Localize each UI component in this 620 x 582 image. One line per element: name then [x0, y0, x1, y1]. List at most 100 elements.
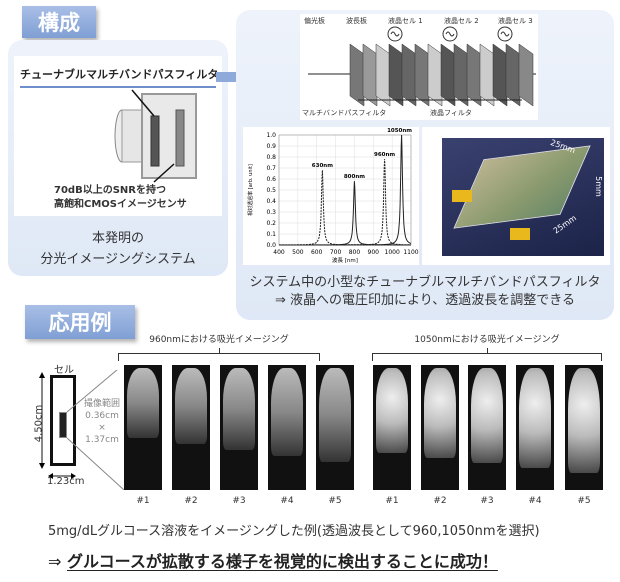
y-tick-label: 0.2	[266, 220, 276, 227]
x-tick-label: 600	[311, 249, 323, 256]
filter-plate	[453, 43, 469, 107]
label-multiband-filter: マルチバンドパスフィルタ	[302, 109, 387, 117]
filter-structure-diagram: 偏光板 波長板 液晶セル 1 液晶セル 2 液晶セル 3 マルチバンドパスフィル…	[300, 14, 538, 120]
y-tick-label: 0.9	[266, 143, 276, 150]
frame-label: #5	[577, 496, 591, 506]
sensor-label-line-2: 高飽和CMOSイメージセンサ	[54, 199, 187, 210]
filter-underline	[20, 86, 216, 88]
frame-960-5	[316, 365, 354, 490]
y-tick-label: 0.6	[266, 176, 276, 183]
right-caption: システム中の小型なチューナブルマルチバンドパスフィルタ ⇒ 液晶への電圧印加によ…	[236, 274, 614, 310]
peak-annotation: 1050nm	[387, 128, 412, 134]
label-lc-cell-3: 液晶セル 3	[498, 17, 533, 25]
label-lc-cell-2: 液晶セル 2	[444, 17, 479, 25]
connector-2	[510, 228, 530, 240]
filter-plate	[414, 43, 430, 107]
frame-label: #1	[136, 496, 150, 506]
frame-960-3	[220, 365, 258, 490]
range-times: ×	[98, 423, 106, 433]
frame-label: #4	[280, 496, 294, 506]
group-960-title: 960nmにおける吸光イメージング	[149, 335, 289, 345]
label-polarizer: 偏光板	[304, 17, 325, 25]
system-diagram: チューナブルマルチバンドパスフィルタ 70dB以上のSNRを持つ 高飽和CMOS…	[14, 56, 222, 216]
y-tick-label: 0.3	[266, 209, 276, 216]
cell-dimension-lines	[39, 370, 125, 490]
sensor-label: 70dB以上のSNRを持つ 高飽和CMOSイメージセンサ	[54, 184, 187, 212]
filter-plate	[466, 43, 482, 107]
peak-annotation: 960nm	[374, 152, 395, 158]
cell-width-label: 1.23cm	[47, 476, 85, 487]
y-tick-label: 0.4	[266, 198, 276, 205]
frame-960-4	[268, 365, 306, 490]
range-width: 0.36cm	[85, 411, 119, 421]
camera-illustration	[114, 89, 197, 183]
frame-960-1	[124, 365, 162, 490]
series-1050nm	[279, 134, 412, 246]
sensor-label-line-1: 70dB以上のSNRを持つ	[54, 185, 166, 196]
filter-photo-frame: 25mm 5mm 25mm	[422, 127, 610, 265]
filter-plate	[427, 43, 443, 107]
group-960-bracket	[118, 348, 320, 361]
x-tick-label: 1100	[403, 249, 418, 256]
frame-960-2	[172, 365, 210, 490]
peak-annotation: 630nm	[312, 163, 333, 169]
filter-photo: 25mm 5mm 25mm	[442, 138, 604, 256]
series-960nm	[279, 159, 411, 246]
frame-1050-4	[516, 365, 554, 490]
range-height: 1.37cm	[85, 435, 119, 445]
cell-label: セル	[54, 365, 74, 376]
conclusion: ⇒ グルコースが拡散する様子を視覚的に検出することに成功！	[48, 548, 498, 572]
cell-outline	[50, 375, 76, 466]
label-waveplate: 波長板	[346, 17, 367, 25]
x-tick-label: 900	[368, 249, 380, 256]
filter-label: チューナブルマルチバンドパスフィルタ	[20, 68, 219, 81]
section-title-config: 構成	[22, 6, 96, 38]
filter-plate	[479, 43, 495, 107]
section-title-application: 応用例	[25, 305, 135, 339]
x-tick-label: 700	[330, 249, 342, 256]
filter-plate	[375, 43, 391, 107]
x-tick-label: 400	[273, 249, 285, 256]
x-axis-label: 波長 [nm]	[332, 256, 358, 264]
left-caption: 本発明の 分光イメージングシステム	[8, 228, 228, 270]
right-caption-line-2: ⇒ 液晶への電圧印加により、透過波長を調整できる	[275, 293, 575, 308]
frame-label: #2	[433, 496, 447, 506]
right-panel: 偏光板 波長板 液晶セル 1 液晶セル 2 液晶セル 3 マルチバンドパスフィル…	[236, 10, 614, 320]
cell-height-label: 4.50cm	[33, 404, 45, 443]
right-caption-line-1: システム中の小型なチューナブルマルチバンドパスフィルタ	[249, 275, 601, 290]
conclusion-arrow: ⇒	[48, 552, 62, 571]
x-tick-label: 800	[349, 249, 361, 256]
x-tick-label: 1000	[385, 249, 400, 256]
filter-plate	[362, 43, 378, 107]
filter-plate	[492, 43, 508, 107]
group-1050-title: 1050nmにおける吸光イメージング	[414, 335, 560, 345]
frame-label: #3	[480, 496, 494, 506]
range-title: 撮像範囲	[84, 399, 121, 409]
filter-plate	[388, 43, 404, 107]
example-caption: 5mg/dLグルコース溶液をイメージングした例(透過波長として960,1050n…	[48, 524, 540, 539]
conclusion-text: グルコースが拡散する様子を視覚的に検出することに成功！	[66, 552, 498, 571]
frame-label: #3	[232, 496, 246, 506]
label-lc-filter: 液晶フィルタ	[430, 109, 472, 117]
y-axis-label: 相対透過率 [arb. unit]	[247, 164, 254, 216]
dim-height: 5mm	[593, 176, 603, 197]
frame-label: #4	[528, 496, 542, 506]
imaging-area	[59, 412, 67, 438]
caption-line-1: 本発明の	[91, 231, 144, 246]
dim-depth: 25mm	[551, 213, 579, 236]
connector-1	[452, 190, 472, 202]
y-tick-label: 0.5	[266, 187, 276, 194]
left-panel: チューナブルマルチバンドパスフィルタ 70dB以上のSNRを持つ 高飽和CMOS…	[8, 40, 228, 276]
y-tick-label: 1.0	[266, 132, 276, 139]
group-1050-bracket	[372, 348, 602, 361]
filter-plate	[505, 43, 521, 107]
peak-annotation: 800nm	[344, 174, 365, 180]
caption-line-2: 分光イメージングシステム	[40, 252, 196, 267]
frame-label: #1	[385, 496, 399, 506]
frame-1050-1	[373, 365, 411, 490]
label-lc-cell-1: 液晶セル 1	[388, 17, 423, 25]
y-tick-label: 0.8	[266, 154, 276, 161]
frame-1050-2	[421, 365, 459, 490]
